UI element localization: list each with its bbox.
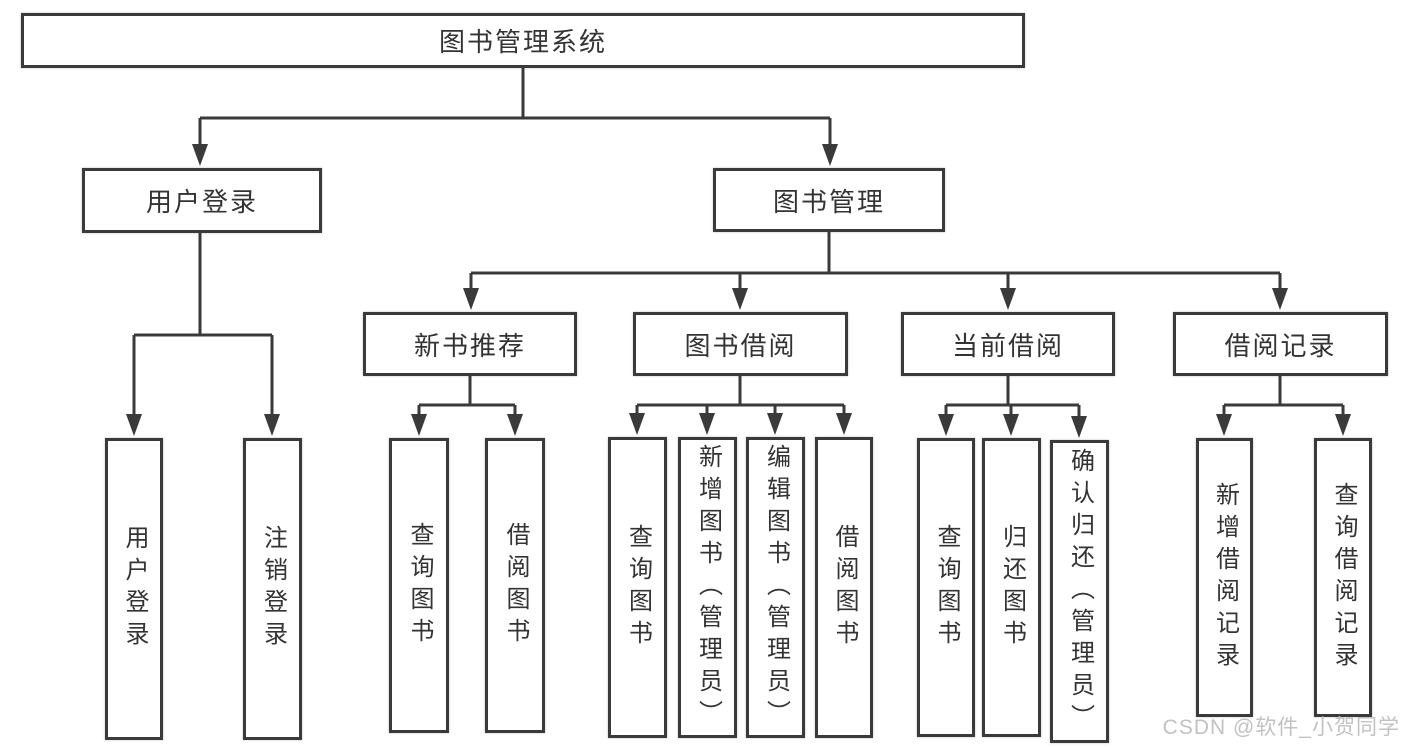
leaf-recommend-borrow-book-label: 借阅图书 xyxy=(502,521,529,650)
leaf-query-borrow-record: 查询借阅记录 xyxy=(1314,438,1372,717)
node-new-book-recommend-label: 新书推荐 xyxy=(413,330,526,361)
csdn-watermark: CSDN @软件_小贺同学 xyxy=(1162,716,1400,739)
node-new-book-recommend: 新书推荐 xyxy=(363,312,577,376)
node-root-system: 图书管理系统 xyxy=(21,13,1025,68)
leaf-borrow-query-book: 查询图书 xyxy=(608,437,667,738)
node-root-system-label: 图书管理系统 xyxy=(438,27,607,57)
leaf-edit-book-admin-label: 编辑图书（管理员） xyxy=(762,443,790,732)
node-current-borrow-label: 当前借阅 xyxy=(951,330,1064,361)
node-borrow-record: 借阅记录 xyxy=(1173,312,1388,376)
leaf-add-borrow-record-label: 新增借阅记录 xyxy=(1211,481,1239,674)
leaf-return-book-label: 归还图书 xyxy=(998,523,1026,652)
leaf-add-borrow-record: 新增借阅记录 xyxy=(1196,438,1253,717)
leaf-current-query-book: 查询图书 xyxy=(917,438,975,737)
leaf-logout: 注销登录 xyxy=(243,438,302,740)
leaf-add-book-admin: 新增图书（管理员） xyxy=(678,437,737,738)
node-book-management-module-label: 图书管理 xyxy=(772,186,885,217)
leaf-edit-book-admin: 编辑图书（管理员） xyxy=(746,437,805,738)
leaf-recommend-query-book-label: 查询图书 xyxy=(406,521,433,650)
node-book-borrow: 图书借阅 xyxy=(633,312,848,376)
node-book-borrow-label: 图书借阅 xyxy=(684,330,797,361)
node-user-login-module-label: 用户登录 xyxy=(145,187,258,217)
leaf-user-login: 用户登录 xyxy=(105,438,163,740)
leaf-borrow-query-book-label: 查询图书 xyxy=(624,523,652,652)
leaf-borrow-book-label: 借阅图书 xyxy=(831,523,858,652)
leaf-confirm-return-admin: 确认归还（管理员） xyxy=(1050,440,1109,743)
leaf-confirm-return-admin-label: 确认归还（管理员） xyxy=(1066,447,1094,736)
leaf-user-login-label: 用户登录 xyxy=(121,525,148,653)
leaf-return-book: 归还图书 xyxy=(982,438,1041,737)
leaf-add-book-admin-label: 新增图书（管理员） xyxy=(694,443,722,732)
leaf-recommend-borrow-book: 借阅图书 xyxy=(485,438,545,733)
leaf-borrow-book: 借阅图书 xyxy=(815,437,873,738)
arrowhead-icons xyxy=(126,144,1351,438)
leaf-recommend-query-book: 查询图书 xyxy=(389,438,449,733)
node-borrow-record-label: 借阅记录 xyxy=(1224,330,1337,361)
leaf-logout-label: 注销登录 xyxy=(259,525,287,653)
leaf-current-query-book-label: 查询图书 xyxy=(933,523,960,652)
node-current-borrow: 当前借阅 xyxy=(901,312,1115,376)
node-user-login-module: 用户登录 xyxy=(82,168,322,233)
leaf-query-borrow-record-label: 查询借阅记录 xyxy=(1330,481,1357,674)
node-book-management-module: 图书管理 xyxy=(713,168,945,232)
